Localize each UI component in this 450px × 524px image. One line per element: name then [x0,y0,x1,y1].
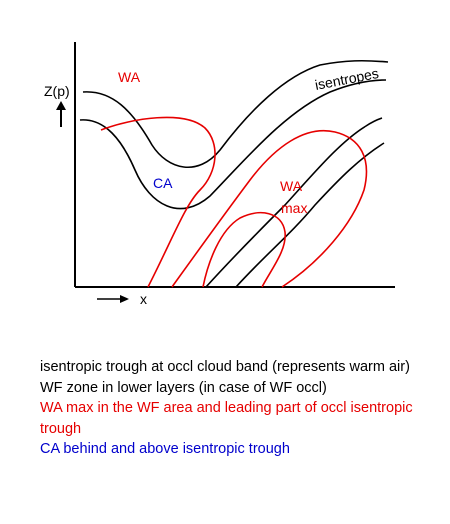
warm-air-contour-small [202,211,286,288]
z-axis-label: Z(p) [44,83,70,99]
up-arrow-icon [56,101,66,127]
isentrope-low [235,142,385,288]
wa-max-label-line1: WA [280,178,303,194]
warm-air-contour-large [171,129,368,288]
isentrope-upper [82,59,389,168]
wa-max-label-line2: max [281,200,307,216]
caption-line-2: WF zone in lower layers (in case of WF o… [40,379,327,396]
caption-line-1: isentropic trough at occl cloud band (re… [40,359,410,375]
caption-line-4: CA behind and above isentropic trough [40,441,290,457]
isentrope-lower [79,79,387,210]
isentrope-mid [205,117,383,288]
caption: isentropic trough at occl cloud band (re… [40,357,440,460]
right-arrow-icon [97,295,129,303]
caption-line-3: WA max in the WF area and leading part o… [40,400,413,437]
warm-air-contour-outer [100,116,216,288]
x-axis-label: x [140,291,147,307]
isentrope-diagram: Z(p) x WA CA WA max isentropes [44,42,395,307]
isentropes-label: isentropes [314,65,380,93]
warm-air-label: WA [118,69,141,85]
cold-air-label: CA [153,175,173,191]
